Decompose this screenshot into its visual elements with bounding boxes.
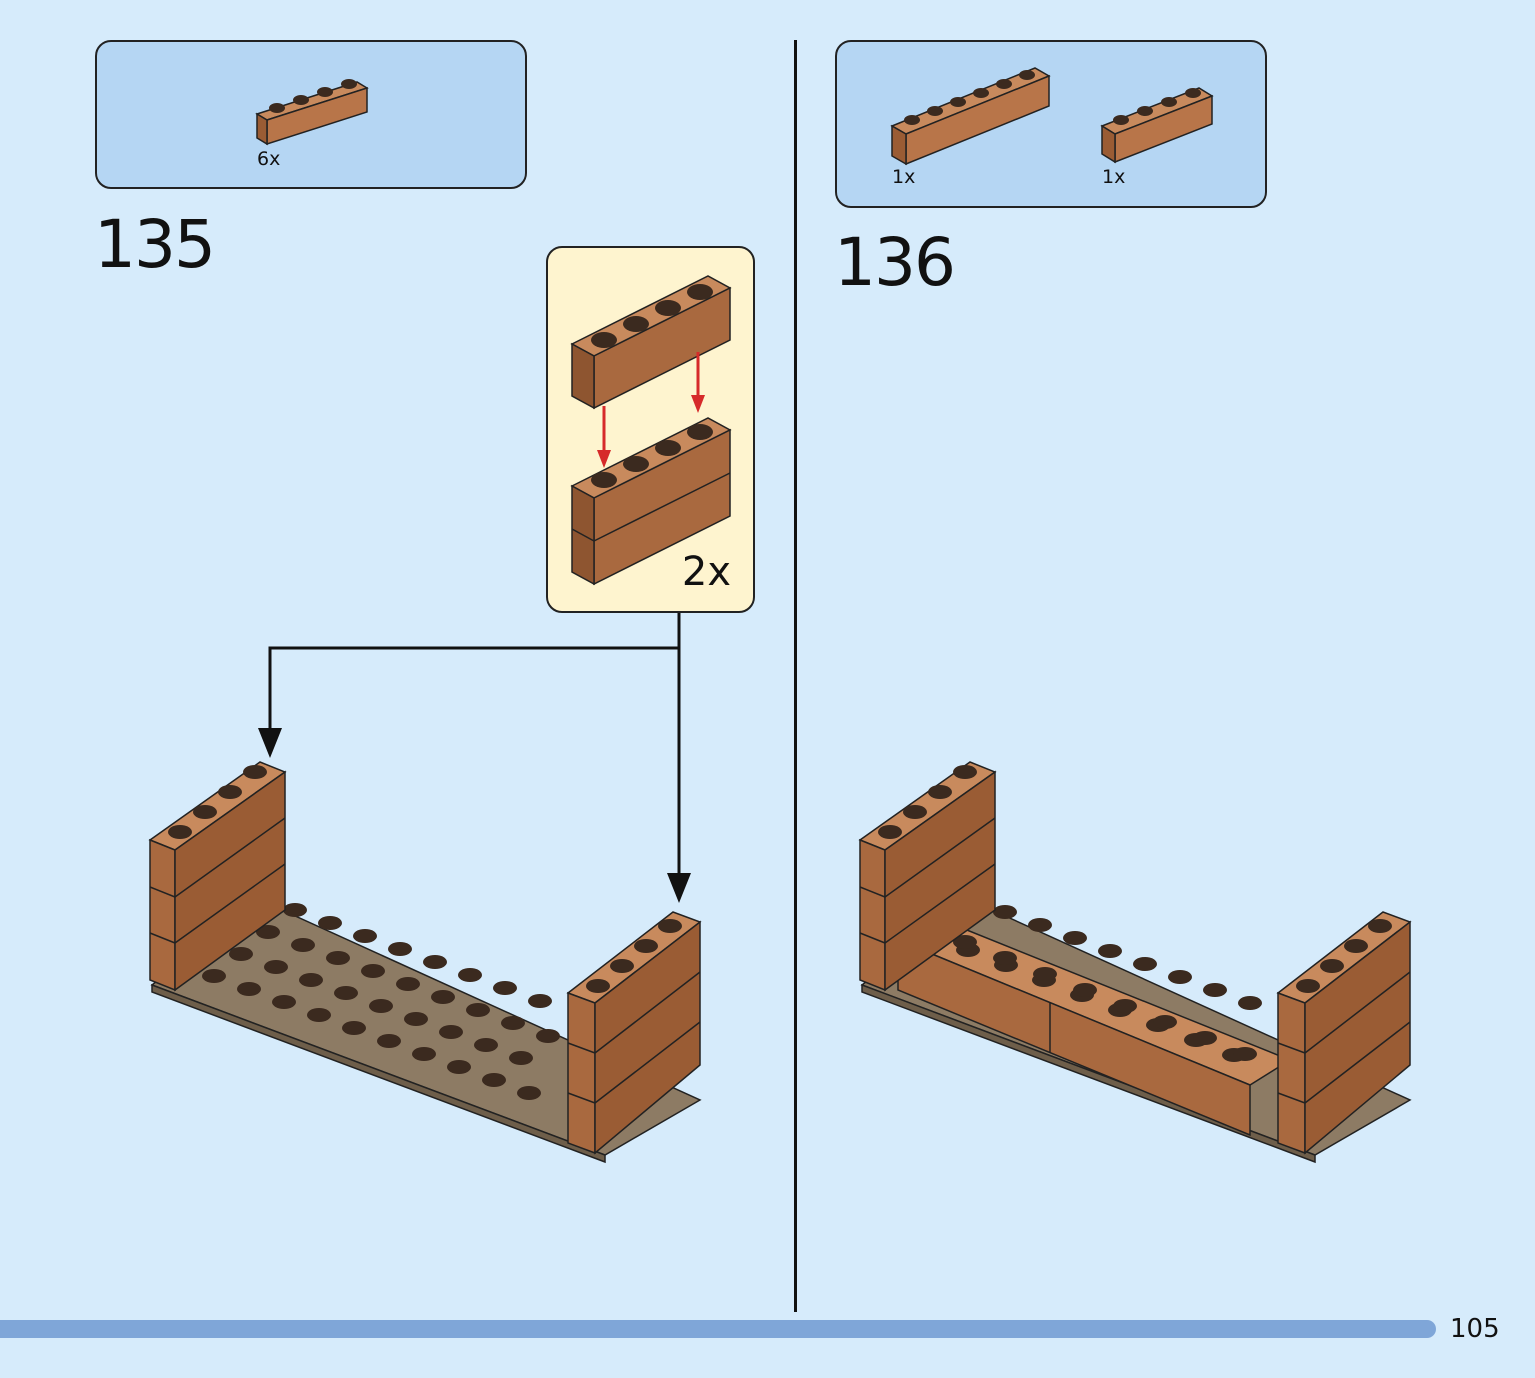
part-quantity: 6x — [257, 148, 281, 170]
parts-box-step-136: 1x 1x — [835, 40, 1267, 208]
parts-box-step-135: 6x — [95, 40, 527, 189]
sub-assembly-callout: 2x — [546, 246, 755, 613]
step-number: 135 — [94, 206, 216, 283]
page-number: 105 — [1450, 1314, 1500, 1344]
step-136-model — [858, 761, 1412, 1164]
step-135-model — [148, 761, 702, 1164]
step-divider — [794, 40, 797, 1312]
callout-quantity: 2x — [681, 549, 731, 595]
brick-1x4-part-image — [255, 79, 369, 146]
page-footer-bar — [0, 1320, 1436, 1338]
part-quantity: 1x — [1102, 166, 1126, 188]
sub-assembly-illustration — [570, 275, 732, 586]
brick-1x4-part-image — [1100, 87, 1214, 164]
brick-1x6-part-image — [890, 67, 1051, 166]
part-quantity: 1x — [892, 166, 916, 188]
step-number: 136 — [834, 224, 956, 301]
